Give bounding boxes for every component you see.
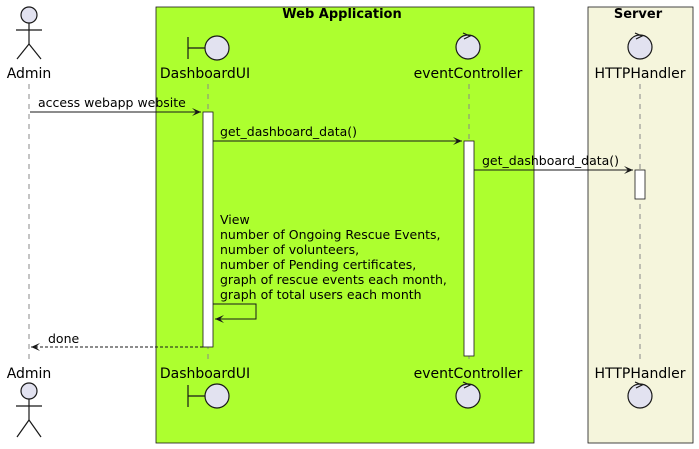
event-label-bottom: eventController (414, 366, 523, 382)
http-label-bottom: HTTPHandler (595, 366, 686, 382)
message-2: get_dashboard_data() (220, 124, 357, 139)
dashboard-boundary-top (187, 35, 230, 61)
event-control-bottom (455, 381, 481, 409)
event-label-top: eventController (414, 66, 523, 82)
http-label-top: HTTPHandler (595, 66, 686, 82)
admin-label-bottom: Admin (7, 366, 52, 382)
server-box: Server (587, 6, 694, 444)
self-message-line: graph of rescue events each month, (220, 272, 447, 287)
actor-icon (20, 6, 38, 24)
dashboard-activation (202, 111, 214, 348)
admin-label-top: Admin (7, 66, 52, 82)
dashboard-label-top: DashboardUI (160, 66, 250, 82)
http-control-bottom (627, 381, 653, 409)
control-icon (627, 34, 653, 60)
event-activation (463, 140, 475, 357)
control-icon (455, 383, 481, 409)
http-activation (634, 169, 646, 200)
message-3: get_dashboard_data() (482, 153, 619, 168)
self-message-arrow (213, 303, 257, 323)
control-icon (455, 34, 481, 60)
dashboard-boundary-bottom (187, 383, 230, 409)
self-message-line: number of Ongoing Rescue Events, (220, 227, 441, 242)
actor-icon (20, 382, 38, 400)
admin-actor-bottom (16, 382, 42, 438)
message-1: access webapp website (38, 95, 186, 110)
web-application-title: Web Application (282, 7, 401, 22)
self-message-line: graph of total users each month (220, 287, 422, 302)
event-control-top (455, 32, 481, 60)
self-message-line: number of volunteers, (220, 242, 359, 257)
self-message-line: View (220, 212, 250, 227)
dashboard-label-bottom: DashboardUI (160, 366, 250, 382)
admin-actor-top (16, 6, 42, 60)
http-control-top (627, 32, 653, 60)
self-message-text: View number of Ongoing Rescue Events, nu… (220, 212, 447, 302)
control-icon (627, 383, 653, 409)
self-message-line: number of Pending certificates, (220, 257, 416, 272)
server-title: Server (614, 7, 663, 22)
return-message: done (48, 331, 80, 346)
